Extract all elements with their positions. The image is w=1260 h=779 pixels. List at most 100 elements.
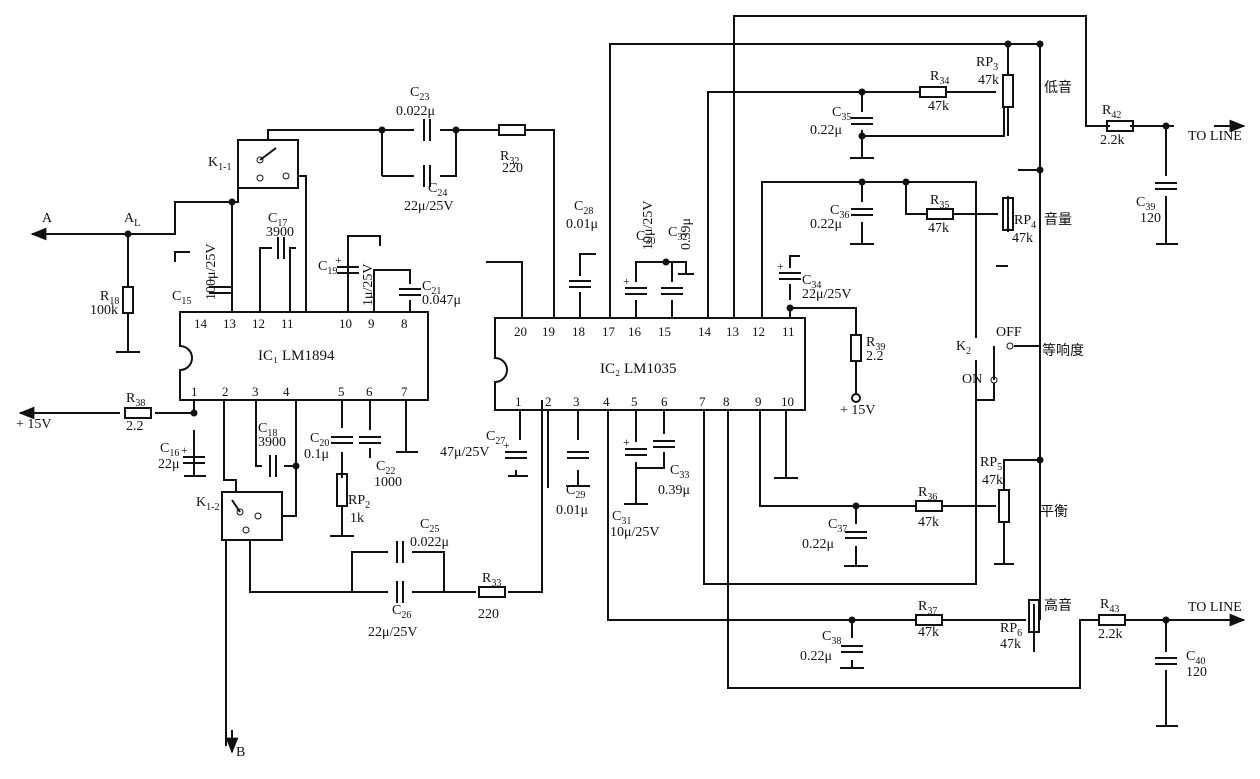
- r33-ref-label: R33: [482, 571, 501, 589]
- rp6-ref-label: RP6: [1000, 621, 1022, 639]
- c33-value-label: 0.39μ: [658, 483, 690, 498]
- c15-ref-label: C15: [172, 289, 191, 307]
- ic1-pin-label: 4: [283, 384, 290, 399]
- wire: [789, 307, 857, 394]
- c38-ref-label: C38: [822, 629, 841, 647]
- r36-value-label: 47k: [918, 515, 939, 530]
- switch-k1-1: [237, 139, 299, 189]
- polarity-mark: +: [623, 435, 630, 449]
- rp3-value-label: 47k: [978, 73, 999, 88]
- c31-ref-label: C31: [612, 509, 631, 527]
- r18-ref-label: R18: [100, 289, 119, 307]
- c24-ref-label: C24: [428, 181, 447, 199]
- c30-ref-label: C30: [636, 229, 655, 247]
- c18-ref-label: C18: [258, 421, 277, 439]
- ic2-pin-label: 10: [781, 394, 794, 409]
- node-al-label: AL: [124, 211, 140, 229]
- wire: [566, 410, 590, 487]
- r32-ref-label: R32: [500, 149, 519, 167]
- junction-dot: [1004, 40, 1012, 48]
- r38-value-label: 2.2: [126, 419, 144, 434]
- r35-ref-label: R35: [930, 193, 949, 211]
- c23-ref-label: C23: [410, 85, 429, 103]
- wire: [396, 400, 418, 453]
- c17-ref-label: C17: [268, 211, 287, 229]
- r34-value-label: 47k: [928, 99, 949, 114]
- rp5-ref-label: RP5: [980, 455, 1002, 473]
- ic2-pin-label: 9: [755, 394, 762, 409]
- r35-value-label: 47k: [928, 221, 949, 236]
- c26-value-label: 22μ/25V: [368, 625, 418, 640]
- r43-value-label: 2.2k: [1098, 627, 1123, 642]
- ic2-pin-label: 7: [699, 394, 706, 409]
- ic1-pin-label: 11: [281, 316, 294, 331]
- rp4-value-label: 47k: [1012, 231, 1033, 246]
- c29-ref-label: C29: [566, 483, 585, 501]
- r42-ref-label: R42: [1102, 103, 1121, 121]
- ic2-pin-label: 17: [602, 324, 616, 339]
- wire: [1156, 620, 1178, 727]
- wire: [733, 15, 1178, 318]
- ic2-pin-label: 2: [545, 394, 552, 409]
- polarity-mark: +: [503, 438, 510, 452]
- rp2-value-label: 1k: [350, 511, 364, 526]
- supply-terminal: [851, 393, 861, 403]
- switch-k2-label: K2: [956, 339, 971, 357]
- polarity-mark: +: [207, 273, 214, 287]
- wire: [282, 466, 297, 517]
- junction-dot: [858, 132, 866, 140]
- wire: [289, 247, 296, 312]
- wire: [840, 620, 864, 669]
- wire: [26, 400, 195, 414]
- r33-value-label: 220: [478, 607, 499, 622]
- wire: [174, 251, 190, 262]
- polarity-mark: +: [181, 443, 188, 457]
- c40-ref-label: C40: [1186, 649, 1205, 667]
- junction-dot: [662, 258, 670, 266]
- ic1-pin-label: 3: [252, 384, 259, 399]
- wire: [703, 360, 977, 585]
- c16-ref-label: C16: [160, 441, 179, 459]
- c36-value-label: 0.22μ: [810, 217, 842, 232]
- junction-dot: [858, 178, 866, 186]
- wire: [259, 247, 272, 312]
- r42-value-label: 2.2k: [1100, 133, 1125, 148]
- port-b-label: B: [236, 745, 245, 760]
- c32-value-label: 0.39μ: [679, 218, 694, 250]
- to-line-bottom-label: TO LINE: [1188, 600, 1242, 615]
- junction-dot: [292, 462, 300, 470]
- switch-k1-2-label: K1-2: [196, 495, 219, 513]
- c37-ref-label: C37: [828, 517, 847, 535]
- ic2-pin-label: 11: [782, 324, 795, 339]
- junction-dot: [452, 126, 460, 134]
- ic2-pin-label: 5: [631, 394, 638, 409]
- rp2-ref-label: RP2: [348, 493, 370, 511]
- ic2-pin-label: 15: [658, 324, 671, 339]
- junction-dot: [228, 198, 236, 206]
- c39-value-label: 120: [1140, 211, 1161, 226]
- wire: [609, 43, 1009, 318]
- wire: [249, 400, 543, 593]
- control-volume-label: 音量: [1044, 211, 1072, 228]
- ic2-pin-label: 14: [698, 324, 712, 339]
- wire: [759, 410, 996, 507]
